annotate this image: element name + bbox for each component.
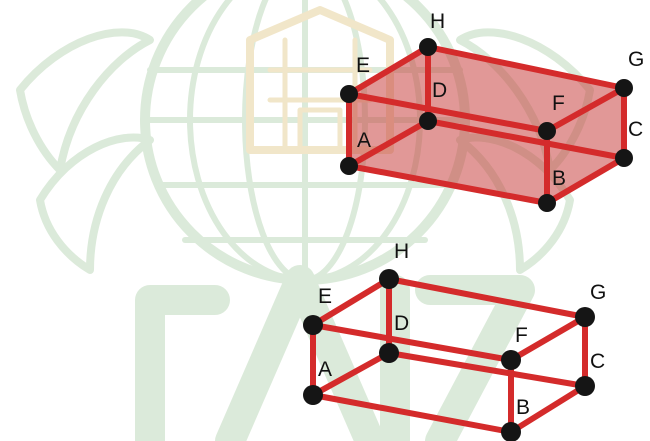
vertex-g-label: G <box>628 48 644 71</box>
vertex-a-label: A <box>318 358 332 381</box>
vertex-e-point <box>340 85 358 103</box>
edge-fg <box>544 85 627 134</box>
vertex-a-point <box>303 385 323 405</box>
edge-gh <box>425 44 627 91</box>
vertex-d-label: D <box>432 79 447 102</box>
vertex-e-label: E <box>318 285 332 308</box>
vertex-a-label: A <box>357 129 371 152</box>
vertex-h-label: H <box>394 240 409 263</box>
edge-cd <box>386 350 588 389</box>
vertex-f-label: F <box>515 324 528 347</box>
edge-cd <box>425 118 627 161</box>
vertex-g-label: G <box>590 281 606 304</box>
edge-he <box>346 44 431 97</box>
vertex-b-point <box>501 422 521 441</box>
cuboid-vertices: A B C D E F G H <box>340 10 644 212</box>
watermark-letters <box>135 265 535 441</box>
vertex-c-point <box>615 149 633 167</box>
vertex-h-label: H <box>430 10 445 33</box>
face-bcgf <box>547 88 624 203</box>
vertex-h-point <box>419 38 437 56</box>
vertex-e-label: E <box>356 54 370 77</box>
vertex-c-label: C <box>628 118 643 141</box>
face-abfe <box>349 94 547 203</box>
watermark-building <box>246 6 394 154</box>
edge-bc <box>544 155 627 206</box>
edge-ef <box>346 91 550 134</box>
face-adcb <box>349 121 624 203</box>
edge-da <box>346 118 431 169</box>
edge-da <box>310 350 392 398</box>
edge-bc <box>508 383 588 435</box>
cuboid-edges <box>346 44 627 206</box>
edge-he <box>310 276 392 328</box>
vertex-d-point <box>379 343 399 363</box>
vertex-a-point <box>340 157 358 175</box>
face-efgh <box>349 47 624 131</box>
edge-gh <box>386 276 588 320</box>
figures-layer: A B C D E F G H A B C D E F G H <box>303 10 644 441</box>
cuboid-vertices: A B C D E F G H <box>303 240 606 441</box>
cuboid-edges <box>310 276 588 435</box>
face-adhe <box>349 47 428 166</box>
vertex-g-point <box>575 307 595 327</box>
vertex-f-point <box>501 350 521 370</box>
vertex-c-point <box>575 376 595 396</box>
vertex-e-point <box>303 315 323 335</box>
vertex-d-label: D <box>394 312 409 335</box>
vertex-c-label: C <box>590 350 605 373</box>
vertex-g-point <box>615 79 633 97</box>
vertex-b-point <box>538 194 556 212</box>
vertex-b-label: B <box>516 396 530 419</box>
vertex-f-point <box>538 122 556 140</box>
edge-ab <box>346 163 550 206</box>
edge-ef <box>310 322 514 363</box>
cuboid-figure-wireframe: A B C D E F G H <box>303 240 606 441</box>
vertex-d-point <box>419 112 437 130</box>
edge-ab <box>310 392 514 435</box>
watermark-logo <box>16 0 594 441</box>
cuboid-figure-shaded-solid: A B C D E F G H <box>340 10 644 212</box>
watermark-leaves <box>16 28 594 274</box>
vertex-f-label: F <box>552 92 565 115</box>
edge-fg <box>508 314 588 363</box>
vertex-b-label: B <box>552 167 566 190</box>
vertex-h-point <box>379 269 399 289</box>
